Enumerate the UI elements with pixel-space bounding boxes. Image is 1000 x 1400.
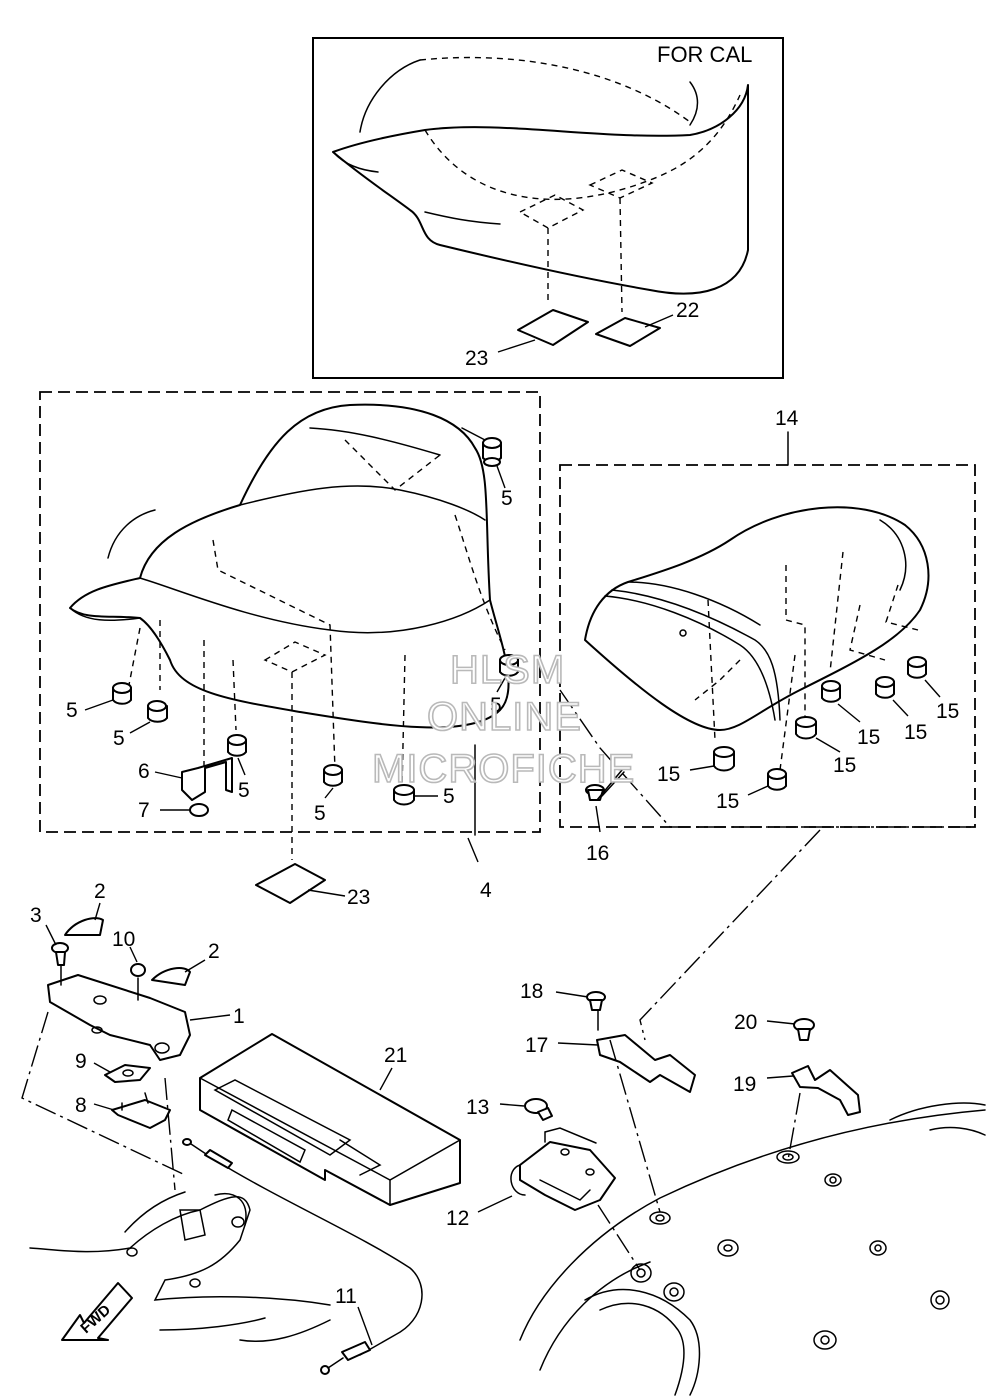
damper-15-a: 15 (657, 746, 735, 786)
callout-2-right: 2 (208, 940, 220, 963)
damper-5-left-upper: 5 (66, 682, 132, 722)
watermark: HLSM ONLINE MICROFICHE (371, 647, 635, 792)
lock-8: 8 (75, 1092, 171, 1129)
damper-5-right: 5 (393, 784, 455, 808)
bolt-18: 18 (520, 980, 606, 1031)
bolt-20: 20 (734, 1011, 815, 1041)
callout-5-front: 5 (490, 694, 502, 717)
callout-15-c: 15 (833, 754, 856, 777)
inset-frame (312, 37, 784, 379)
watermark-line-3: MICROFICHE (372, 747, 635, 791)
callout-5-left-lower: 5 (113, 727, 125, 750)
bolt-3: 3 (30, 904, 69, 986)
damper-15-c: 15 (795, 716, 856, 777)
inset-label: FOR CAL (657, 42, 752, 67)
label-sticker-23: 23 (255, 863, 370, 909)
lock-cable-11: 11 (182, 1138, 423, 1375)
bolt-13: 13 (466, 1096, 553, 1121)
passenger-seat (584, 506, 930, 731)
callout-5-right: 5 (443, 785, 455, 808)
callout-5-center-left: 5 (238, 779, 250, 802)
cap-2-left: 2 (64, 880, 106, 936)
inset-seat (332, 56, 749, 313)
callout-13: 13 (466, 1096, 489, 1119)
bracket-6: 6 (138, 757, 233, 801)
seat-bracket-12: 12 (446, 1127, 616, 1230)
callout-1: 1 (233, 1005, 245, 1028)
callout-8: 8 (75, 1094, 87, 1117)
passenger-seat-group-frame (559, 464, 976, 828)
nut-7: 7 (138, 799, 209, 822)
forward-direction-arrow: FWD (61, 1282, 133, 1341)
callout-5-left-upper: 5 (66, 699, 78, 722)
callout-10: 10 (112, 928, 135, 951)
cover-21: 21 (199, 1033, 461, 1206)
hook-19: 19 (733, 1065, 861, 1116)
damper-15-g: 15 (656, 763, 679, 786)
callout-19: 19 (733, 1073, 756, 1096)
frame-section-left (29, 1191, 331, 1343)
callout-22: 22 (676, 299, 699, 322)
callout-12: 12 (446, 1207, 469, 1230)
callout-9: 9 (75, 1050, 87, 1073)
damper-15-b: 15 (716, 768, 787, 813)
callout-6: 6 (138, 760, 150, 783)
rear-fender (519, 1102, 986, 1396)
callout-23: 23 (347, 886, 370, 909)
callout-15-b: 15 (716, 790, 739, 813)
callout-5-center: 5 (314, 802, 326, 825)
callout-11: 11 (335, 1285, 357, 1308)
damper-15-f: 15 (907, 656, 959, 723)
callout-2-left: 2 (94, 880, 106, 903)
damper-5-center-left: 5 (227, 734, 250, 802)
callout-20: 20 (734, 1011, 757, 1034)
for-cal-inset: FOR CAL 23 22 (312, 37, 784, 379)
damper-5-left-lower: 5 (113, 700, 168, 750)
passenger-seat-assembly: 14 (559, 407, 976, 828)
callout-15-f: 15 (936, 700, 959, 723)
bolt-16: 16 (585, 769, 625, 865)
callout-3: 3 (30, 904, 42, 927)
cap-2-right: 2 (151, 940, 220, 986)
damper-5-top: 5 (482, 437, 513, 510)
callout-7: 7 (138, 799, 150, 822)
watermark-line-2: ONLINE (427, 695, 582, 739)
callout-17: 17 (525, 1034, 548, 1057)
nut-10: 10 (112, 928, 146, 1001)
callout-18: 18 (520, 980, 543, 1003)
rider-seat (69, 403, 510, 729)
callout-15-d: 15 (857, 726, 880, 749)
damper-15-e: 15 (875, 676, 927, 744)
damper-5-front: 5 (490, 654, 519, 717)
callout-14: 14 (775, 407, 799, 430)
callout-4: 4 (480, 879, 492, 902)
rider-seat-assembly: 4 (39, 391, 541, 902)
damper-15-d: 15 (821, 680, 880, 749)
callout-15-a: 15 (657, 763, 680, 786)
callout-5-top: 5 (501, 487, 513, 510)
damper-5-center: 5 (314, 764, 343, 825)
label-sticker-22: 22 (595, 299, 699, 347)
callout-23-inset: 23 (465, 347, 488, 370)
seat-lock-plate-1: 1 (47, 974, 245, 1061)
callout-21: 21 (384, 1044, 407, 1067)
callout-15-e: 15 (904, 721, 927, 744)
washer-9: 9 (75, 1050, 151, 1083)
hook-17: 17 (525, 1034, 696, 1093)
label-sticker-23-inset: 23 (465, 309, 589, 370)
rider-seat-group-frame (39, 391, 541, 833)
watermark-line-1: HLSM (450, 648, 565, 692)
callout-16: 16 (586, 842, 609, 865)
